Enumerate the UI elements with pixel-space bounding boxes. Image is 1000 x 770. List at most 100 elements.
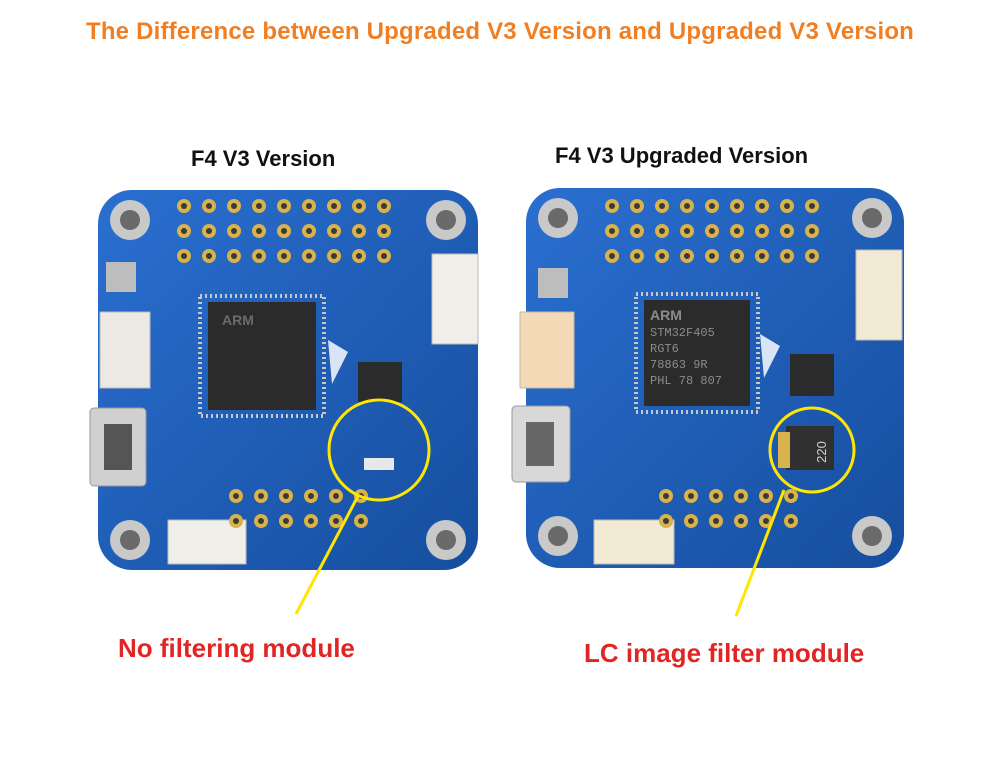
pin-hole: [788, 518, 794, 524]
pin-hole: [381, 228, 387, 234]
pin-hole: [181, 203, 187, 209]
imu-chip: [790, 354, 834, 396]
pin-hole: [306, 228, 312, 234]
right-caption: LC image filter module: [584, 638, 865, 668]
side-connector: [99, 311, 151, 389]
pin-hole: [233, 518, 239, 524]
pin-hole: [283, 493, 289, 499]
pin-hole: [306, 253, 312, 259]
pin-hole: [609, 228, 615, 234]
pin-hole: [659, 203, 665, 209]
chip-line: 78863 9R: [650, 358, 708, 372]
logo-mark: [760, 334, 780, 378]
mounting-holes: [110, 200, 466, 560]
chip-line: ARM: [650, 307, 682, 323]
pin-hole: [331, 253, 337, 259]
pin-hole: [688, 493, 694, 499]
mcu-chip: [644, 300, 750, 406]
pin-hole: [634, 203, 640, 209]
pin-hole: [356, 228, 362, 234]
pin-hole: [713, 518, 719, 524]
pin-hole: [231, 253, 237, 259]
chip-line: STM32F405: [650, 326, 715, 340]
pin-hole: [206, 203, 212, 209]
pin-hole: [308, 493, 314, 499]
pin-hole: [759, 203, 765, 209]
pin-hole: [634, 253, 640, 259]
pin-hole: [181, 228, 187, 234]
pin-hole: [709, 253, 715, 259]
pin-hole: [763, 493, 769, 499]
boot-button: [106, 262, 136, 292]
mcu-chip: [208, 302, 316, 410]
pin-header-top: [177, 199, 391, 263]
pin-hole: [809, 203, 815, 209]
pin-hole: [181, 253, 187, 259]
highlight-circle: [768, 406, 856, 494]
pin-hole: [308, 518, 314, 524]
imu-chip: [358, 362, 402, 402]
chip-line: RGT6: [650, 342, 679, 356]
pointer-line: [294, 495, 360, 615]
pin-hole: [738, 493, 744, 499]
logo-mark: [328, 340, 348, 384]
chip-marking: ARM STM32F405 RGT6 78863 9R PHL 78 807: [650, 307, 722, 388]
pin-hole: [206, 253, 212, 259]
pin-hole: [283, 518, 289, 524]
left-caption: No filtering module: [118, 633, 355, 663]
pin-hole: [759, 253, 765, 259]
pin-hole: [356, 203, 362, 209]
left-board-title: F4 V3 Version: [191, 146, 336, 171]
right-board-title: F4 V3 Upgraded Version: [555, 143, 809, 168]
pin-hole: [788, 493, 794, 499]
pin-hole: [784, 203, 790, 209]
pin-hole: [684, 203, 690, 209]
side-connector: [519, 311, 575, 389]
pin-hole: [684, 253, 690, 259]
pin-hole: [663, 518, 669, 524]
pin-hole: [356, 253, 362, 259]
pin-hole: [281, 228, 287, 234]
pin-hole: [759, 228, 765, 234]
pin-hole: [331, 203, 337, 209]
pin-hole: [258, 493, 264, 499]
pin-hole: [709, 203, 715, 209]
capacitor: [778, 432, 790, 468]
boot-button: [538, 268, 568, 298]
page-title: The Difference between Upgraded V3 Versi…: [85, 18, 915, 45]
mounting-holes: [538, 198, 892, 556]
pin-hole: [763, 518, 769, 524]
pin-hole: [231, 228, 237, 234]
right-connector: [431, 253, 479, 345]
chip-marking: ARM: [222, 312, 254, 328]
pin-hole: [258, 518, 264, 524]
pin-hole: [231, 203, 237, 209]
pin-hole: [659, 253, 665, 259]
pin-hole: [256, 228, 262, 234]
bottom-connector: [167, 519, 247, 565]
bottom-connector: [593, 519, 675, 565]
empty-pads: [364, 458, 394, 470]
pin-hole: [256, 253, 262, 259]
pin-pads-bottom: [659, 489, 798, 528]
pin-hole: [358, 518, 364, 524]
pin-hole: [738, 518, 744, 524]
pin-hole: [256, 203, 262, 209]
pin-hole: [709, 228, 715, 234]
pin-hole: [609, 253, 615, 259]
pin-hole: [784, 253, 790, 259]
pin-hole: [331, 228, 337, 234]
inductor-label: 220: [814, 441, 829, 463]
pin-hole: [206, 228, 212, 234]
inductor: [786, 426, 834, 470]
chip-line: PHL 78 807: [650, 374, 722, 388]
pin-hole: [609, 203, 615, 209]
pin-hole: [734, 203, 740, 209]
pin-hole: [663, 493, 669, 499]
pin-hole: [281, 203, 287, 209]
pin-hole: [734, 228, 740, 234]
pin-hole: [233, 493, 239, 499]
pin-hole: [333, 493, 339, 499]
